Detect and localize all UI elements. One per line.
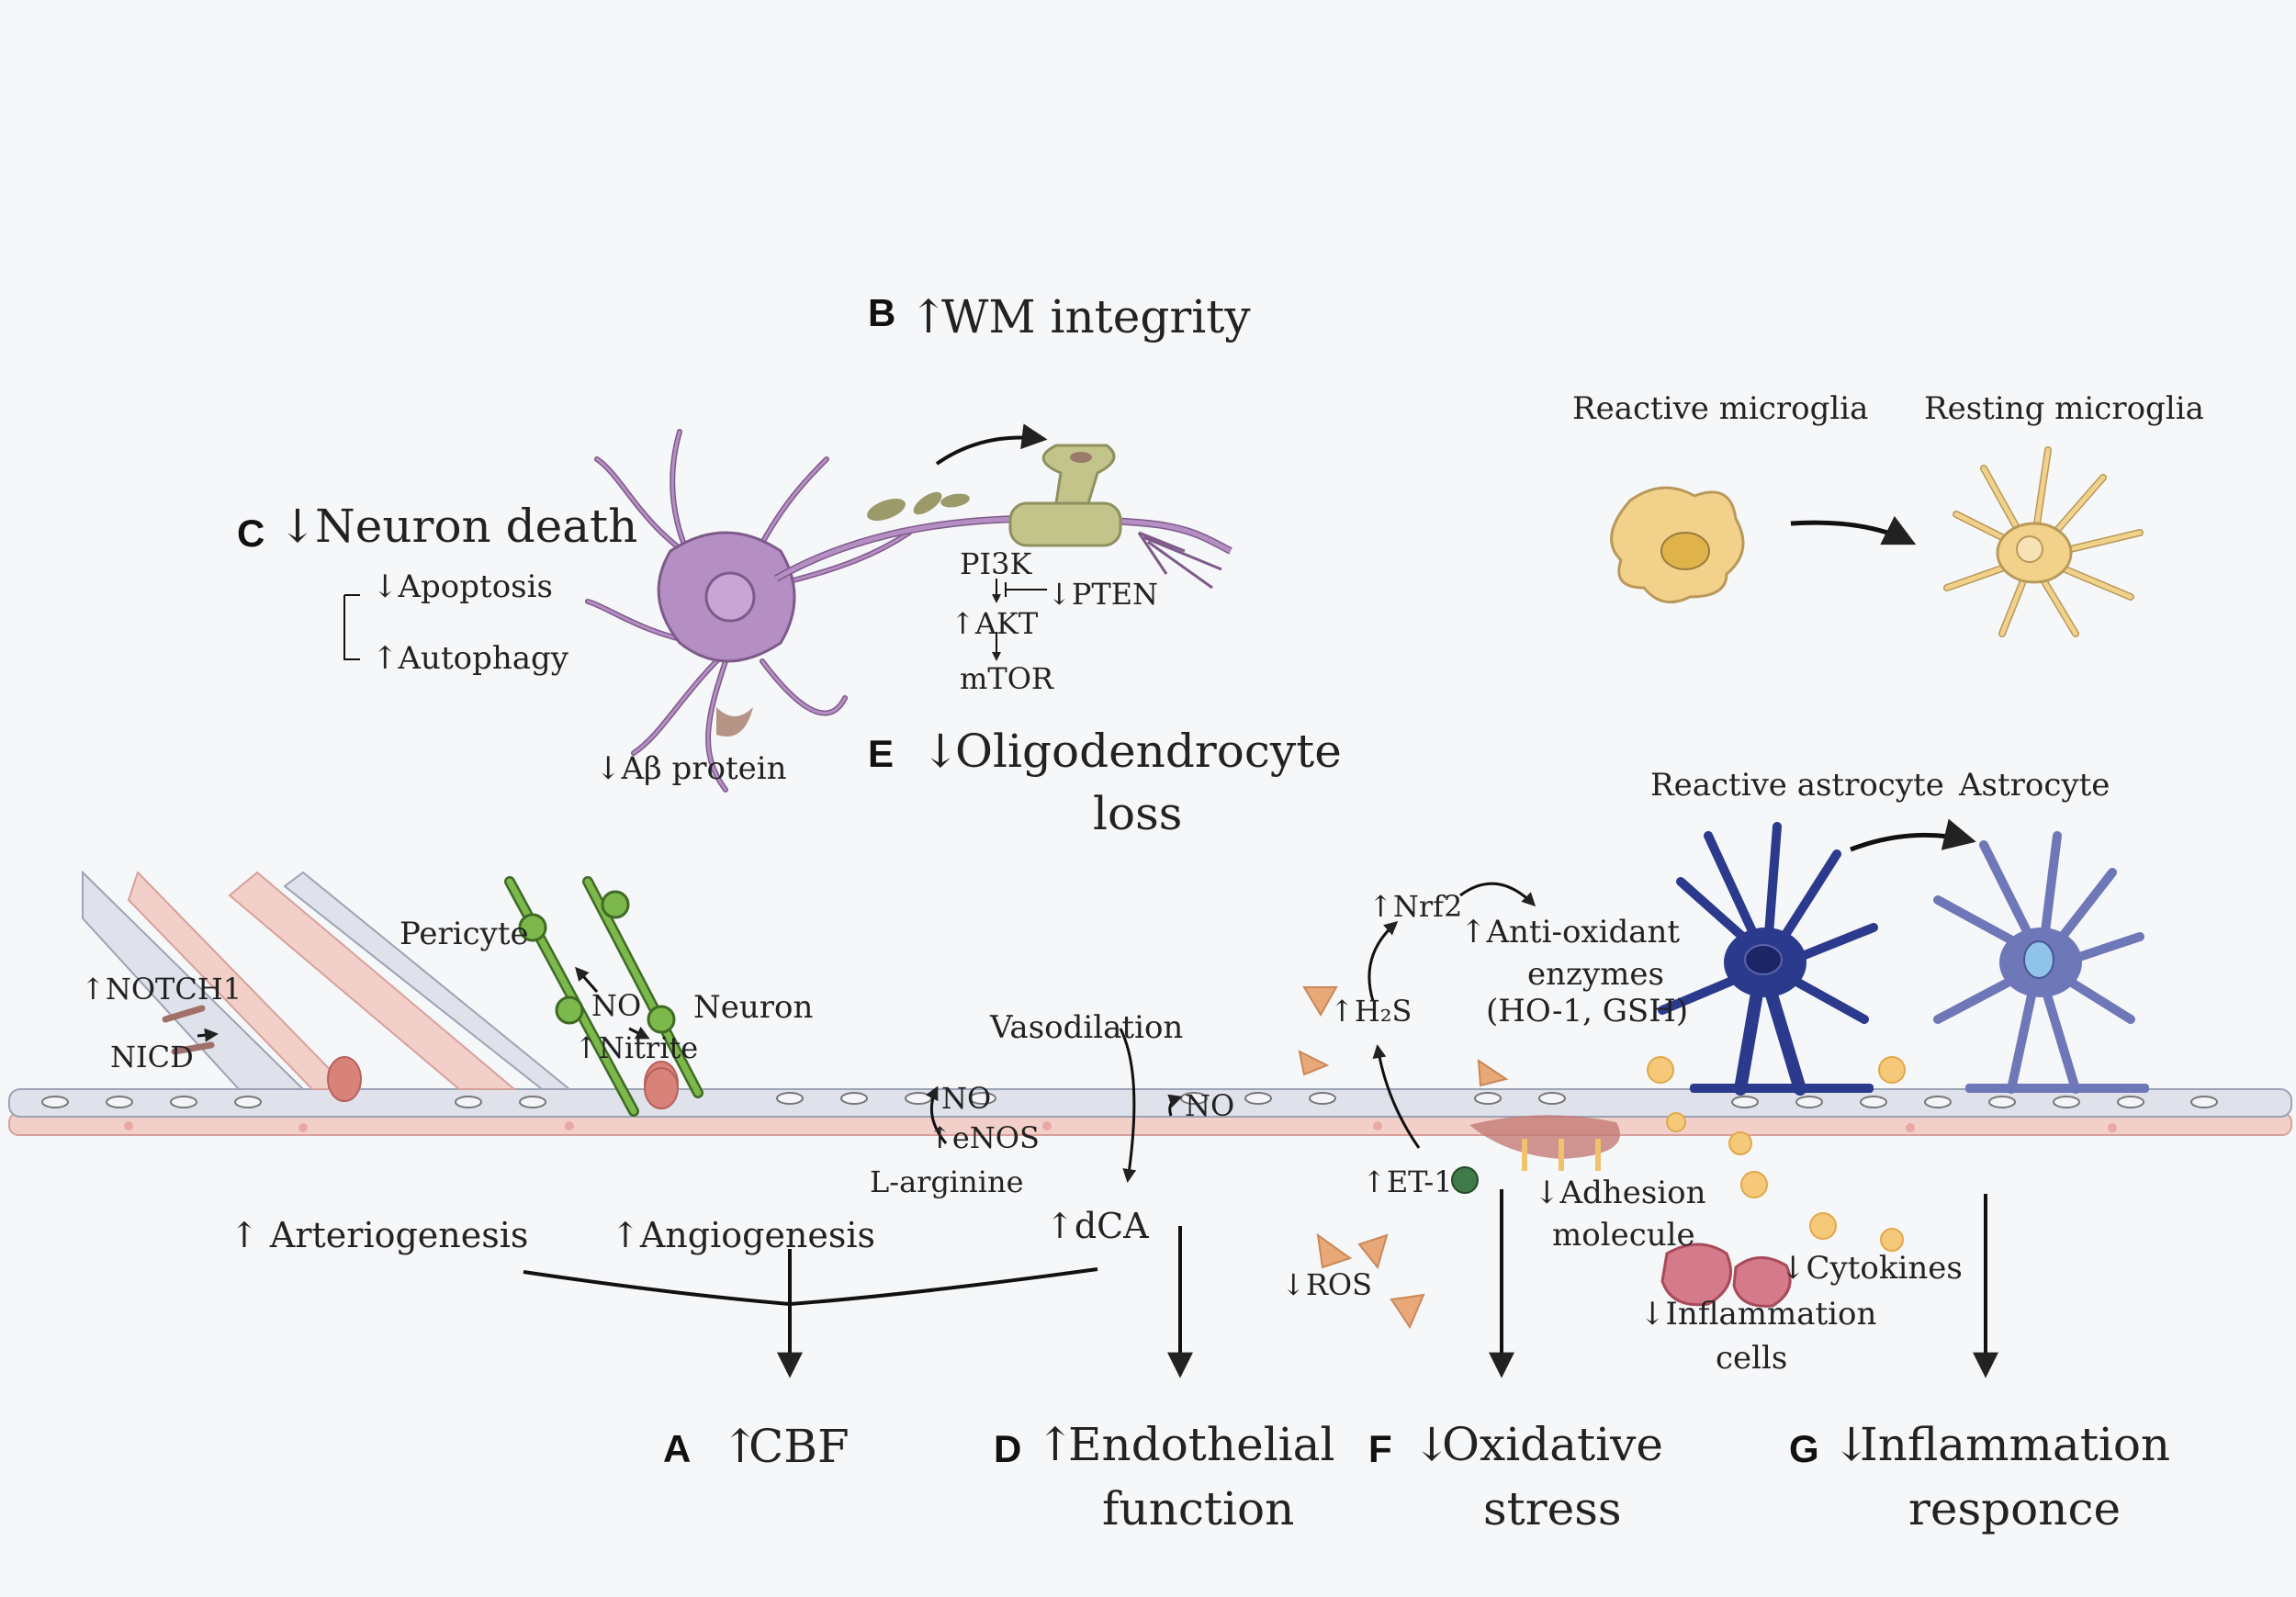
panel-d-arrow: ↑ <box>1036 1418 1075 1471</box>
pten-label: ↓PTEN <box>1047 577 1158 612</box>
inflammation-cells-label-line1: ↓Inflammation <box>1639 1296 1876 1333</box>
pi3k-label: PI3K <box>960 546 1033 581</box>
pericyte-label: Pericyte <box>400 916 529 952</box>
et1-label: ↑ET-1 <box>1362 1164 1453 1199</box>
panel-f-line2: stress <box>1483 1482 1622 1535</box>
inflammation-cells <box>1660 1243 1792 1308</box>
astrocyte-body <box>1965 928 2149 1093</box>
panel-a-arrow: ↑ <box>721 1420 760 1473</box>
panel-letter-d: D <box>994 1427 1021 1470</box>
apoptosis-label: ↓Apoptosis <box>372 568 553 605</box>
resting-microglia-body <box>1996 522 2073 584</box>
l-arginine-label: L-arginine <box>870 1164 1024 1199</box>
h2s-label: ↑H₂S <box>1330 994 1412 1029</box>
panel-a-label: CBF <box>748 1420 850 1473</box>
panel-b-arrow: ↑ <box>909 290 948 343</box>
panel-c-label: Neuron death <box>315 500 637 553</box>
nrf2-label: ↑Nrf2 <box>1368 889 1462 924</box>
antioxidant-label-line3: (HO-1, GSH) <box>1486 993 1688 1029</box>
no-pericyte-label: NO <box>591 988 641 1023</box>
panel-c-arrow: ↓ <box>278 500 317 553</box>
panel-letter-e: E <box>868 732 894 775</box>
panel-g-arrow: ↓ <box>1832 1418 1871 1471</box>
vasodilation-label: Vasodilation <box>989 1009 1183 1046</box>
panel-e-line1: Oligodendrocyte <box>955 725 1342 778</box>
panel-f-arrow: ↓ <box>1412 1418 1451 1471</box>
panel-e-arrow: ↓ <box>921 725 960 778</box>
panel-d-line2: function <box>1102 1482 1294 1535</box>
panel-d-line1: Endothelial <box>1068 1418 1334 1471</box>
panel-letter-b: B <box>868 291 895 334</box>
panel-e-line2: loss <box>1093 787 1182 840</box>
mtor-label: mTOR <box>960 661 1054 696</box>
angiogenesis-label: ↑Angiogenesis <box>611 1215 875 1255</box>
panel-f-line1: Oxidative <box>1442 1418 1663 1471</box>
nitrite-label: ↑Nitrite <box>574 1030 698 1065</box>
reactive-astrocyte-body <box>1690 928 1874 1093</box>
inflammation-cells-label-line2: cells <box>1716 1340 1787 1377</box>
red-blood-cell <box>327 1056 362 1102</box>
autophagy-label: ↑Autophagy <box>372 640 569 677</box>
oligodendrocyte-illustration <box>867 423 1122 547</box>
arteriogenesis-label: ↑ Arteriogenesis <box>230 1215 528 1255</box>
ros-molecules <box>1298 986 1509 1330</box>
adhesion-label-line2: molecule <box>1552 1217 1695 1254</box>
pericyte-illustration <box>504 876 703 1117</box>
no-endothelium-label: NO <box>941 1081 991 1116</box>
dca-label: ↑dCA <box>1045 1206 1149 1246</box>
cytokines-label: ↓Cytokines <box>1780 1250 1963 1287</box>
antioxidant-label-line1: ↑Anti-oxidant <box>1460 914 1680 950</box>
antioxidant-label-line2: enzymes <box>1527 956 1664 993</box>
neuron-label: Neuron <box>693 989 813 1026</box>
panel-g-line1: Inflammation <box>1860 1418 2170 1471</box>
ros-label: ↓ROS <box>1281 1267 1372 1302</box>
adhesion-label-line1: ↓Adhesion <box>1534 1175 1706 1211</box>
notch1-label: ↑NOTCH1 <box>81 972 242 1007</box>
panel-g-line2: responce <box>1908 1482 2121 1535</box>
microglia-transition-arrow <box>1790 515 1917 545</box>
arrows <box>197 579 1998 1378</box>
panel-letter-g: G <box>1789 1427 1819 1470</box>
reactive-microglia-illustration <box>1610 486 1745 604</box>
panel-letter-a: A <box>663 1427 691 1470</box>
et1-molecule <box>1451 1166 1479 1194</box>
cytokine-particles <box>1647 1056 1906 1252</box>
akt-label: ↑AKT <box>951 606 1039 641</box>
astrocyte-label: Astrocyte <box>1958 767 2110 804</box>
reactive-astrocyte-label: Reactive astrocyte <box>1650 767 1944 804</box>
endothelial-nuclei <box>41 1092 2218 1108</box>
nicd-label: NICD <box>110 1040 194 1074</box>
astrocyte-illustration <box>1933 831 2144 1094</box>
resting-microglia-label: Resting microglia <box>1924 390 2204 427</box>
blood-vessel-wall <box>8 870 2292 1171</box>
astrocyte-transition-arrow <box>1850 818 1976 852</box>
no-endothelium-label-2: NO <box>1185 1088 1234 1123</box>
reactive-microglia-label: Reactive microglia <box>1572 390 1868 427</box>
panel-letter-f: F <box>1368 1427 1392 1470</box>
enos-label: ↑eNOS <box>928 1120 1040 1155</box>
panel-b-label: WM integrity <box>941 290 1251 343</box>
abeta-label: ↓Aβ protein <box>595 750 787 787</box>
panel-letter-c: C <box>237 512 264 555</box>
